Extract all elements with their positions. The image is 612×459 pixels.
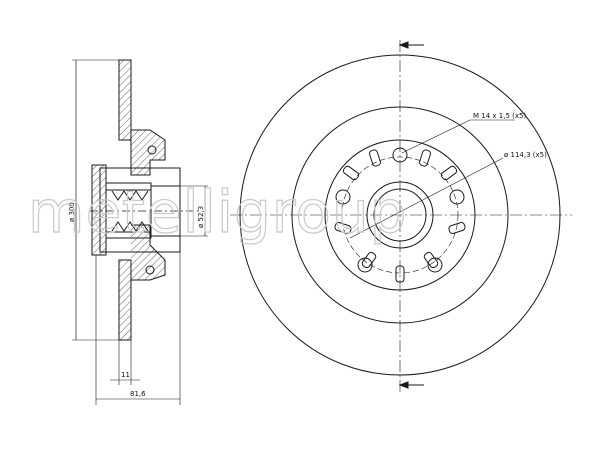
leader-thread	[401, 119, 471, 154]
leader-bolt-circle	[349, 157, 504, 239]
stud-hole-2	[449, 189, 465, 205]
section-view	[72, 59, 208, 405]
hat-top	[130, 129, 166, 176]
dim-thread: M 14 x 1,5 (x5)	[473, 112, 526, 120]
dim-thickness: 11	[121, 371, 130, 379]
bearing-rollers-bottom	[111, 221, 149, 232]
dim-diameter-hub: ø 52,3	[197, 206, 205, 228]
bearing-rollers-top	[111, 190, 149, 201]
dim-diameter-outer: ø 300	[68, 202, 76, 222]
disc-ring-bottom	[118, 259, 132, 341]
disc-ring-top	[118, 59, 132, 141]
dim-height: 81,6	[130, 390, 146, 398]
stud-hole-5	[335, 189, 351, 205]
dim-bolt-circle: ø 114,3 (x5)	[504, 151, 547, 159]
front-view	[230, 40, 572, 392]
watermark-logo: metelligroup	[28, 178, 407, 246]
